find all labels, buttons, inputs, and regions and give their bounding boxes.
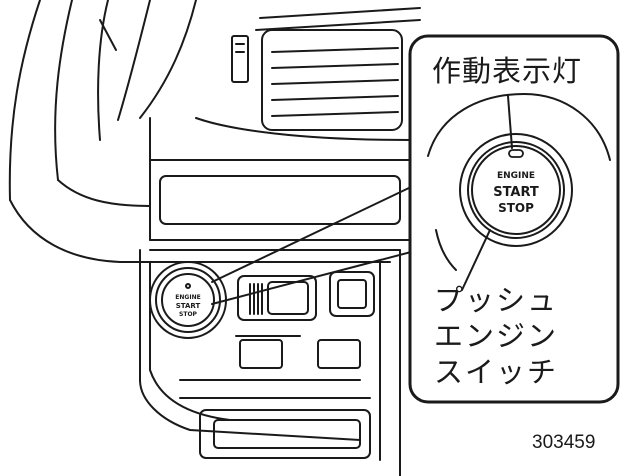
- console-switches: [237, 271, 375, 369]
- enlarged-start-stop-button: [427, 93, 611, 271]
- large-button-line1: ENGINE: [497, 171, 535, 181]
- push-engine-switch-label: プッシュ エンジン スイッチ: [434, 282, 558, 390]
- indicator-lamp-label: 作動表示灯: [432, 54, 583, 88]
- dashboard-upper-panel: [149, 117, 411, 241]
- center-console: [139, 249, 401, 476]
- indicator-lamp: [508, 149, 524, 158]
- large-button-line2: START: [493, 185, 539, 200]
- figure-id: 303459: [532, 432, 596, 453]
- callout-leader-lines: [211, 175, 435, 305]
- push-switch-label-line2: エンジン: [434, 319, 559, 353]
- label-leader-lines: [461, 95, 513, 291]
- small-button-line3: STOP: [179, 311, 198, 318]
- steering-column-outline: [8, 0, 197, 263]
- small-button-line2: START: [176, 302, 201, 310]
- small-button-line1: ENGINE: [175, 294, 200, 301]
- callout-box: [408, 34, 620, 404]
- push-switch-label-line3: スイッチ: [434, 355, 559, 389]
- air-vent: [231, 7, 421, 131]
- large-button-line3: STOP: [498, 201, 534, 215]
- large-button-text: ENGINE START STOP: [493, 171, 539, 215]
- push-switch-label-line1: プッシュ: [434, 283, 559, 317]
- small-button-text: ENGINE START STOP: [175, 294, 200, 318]
